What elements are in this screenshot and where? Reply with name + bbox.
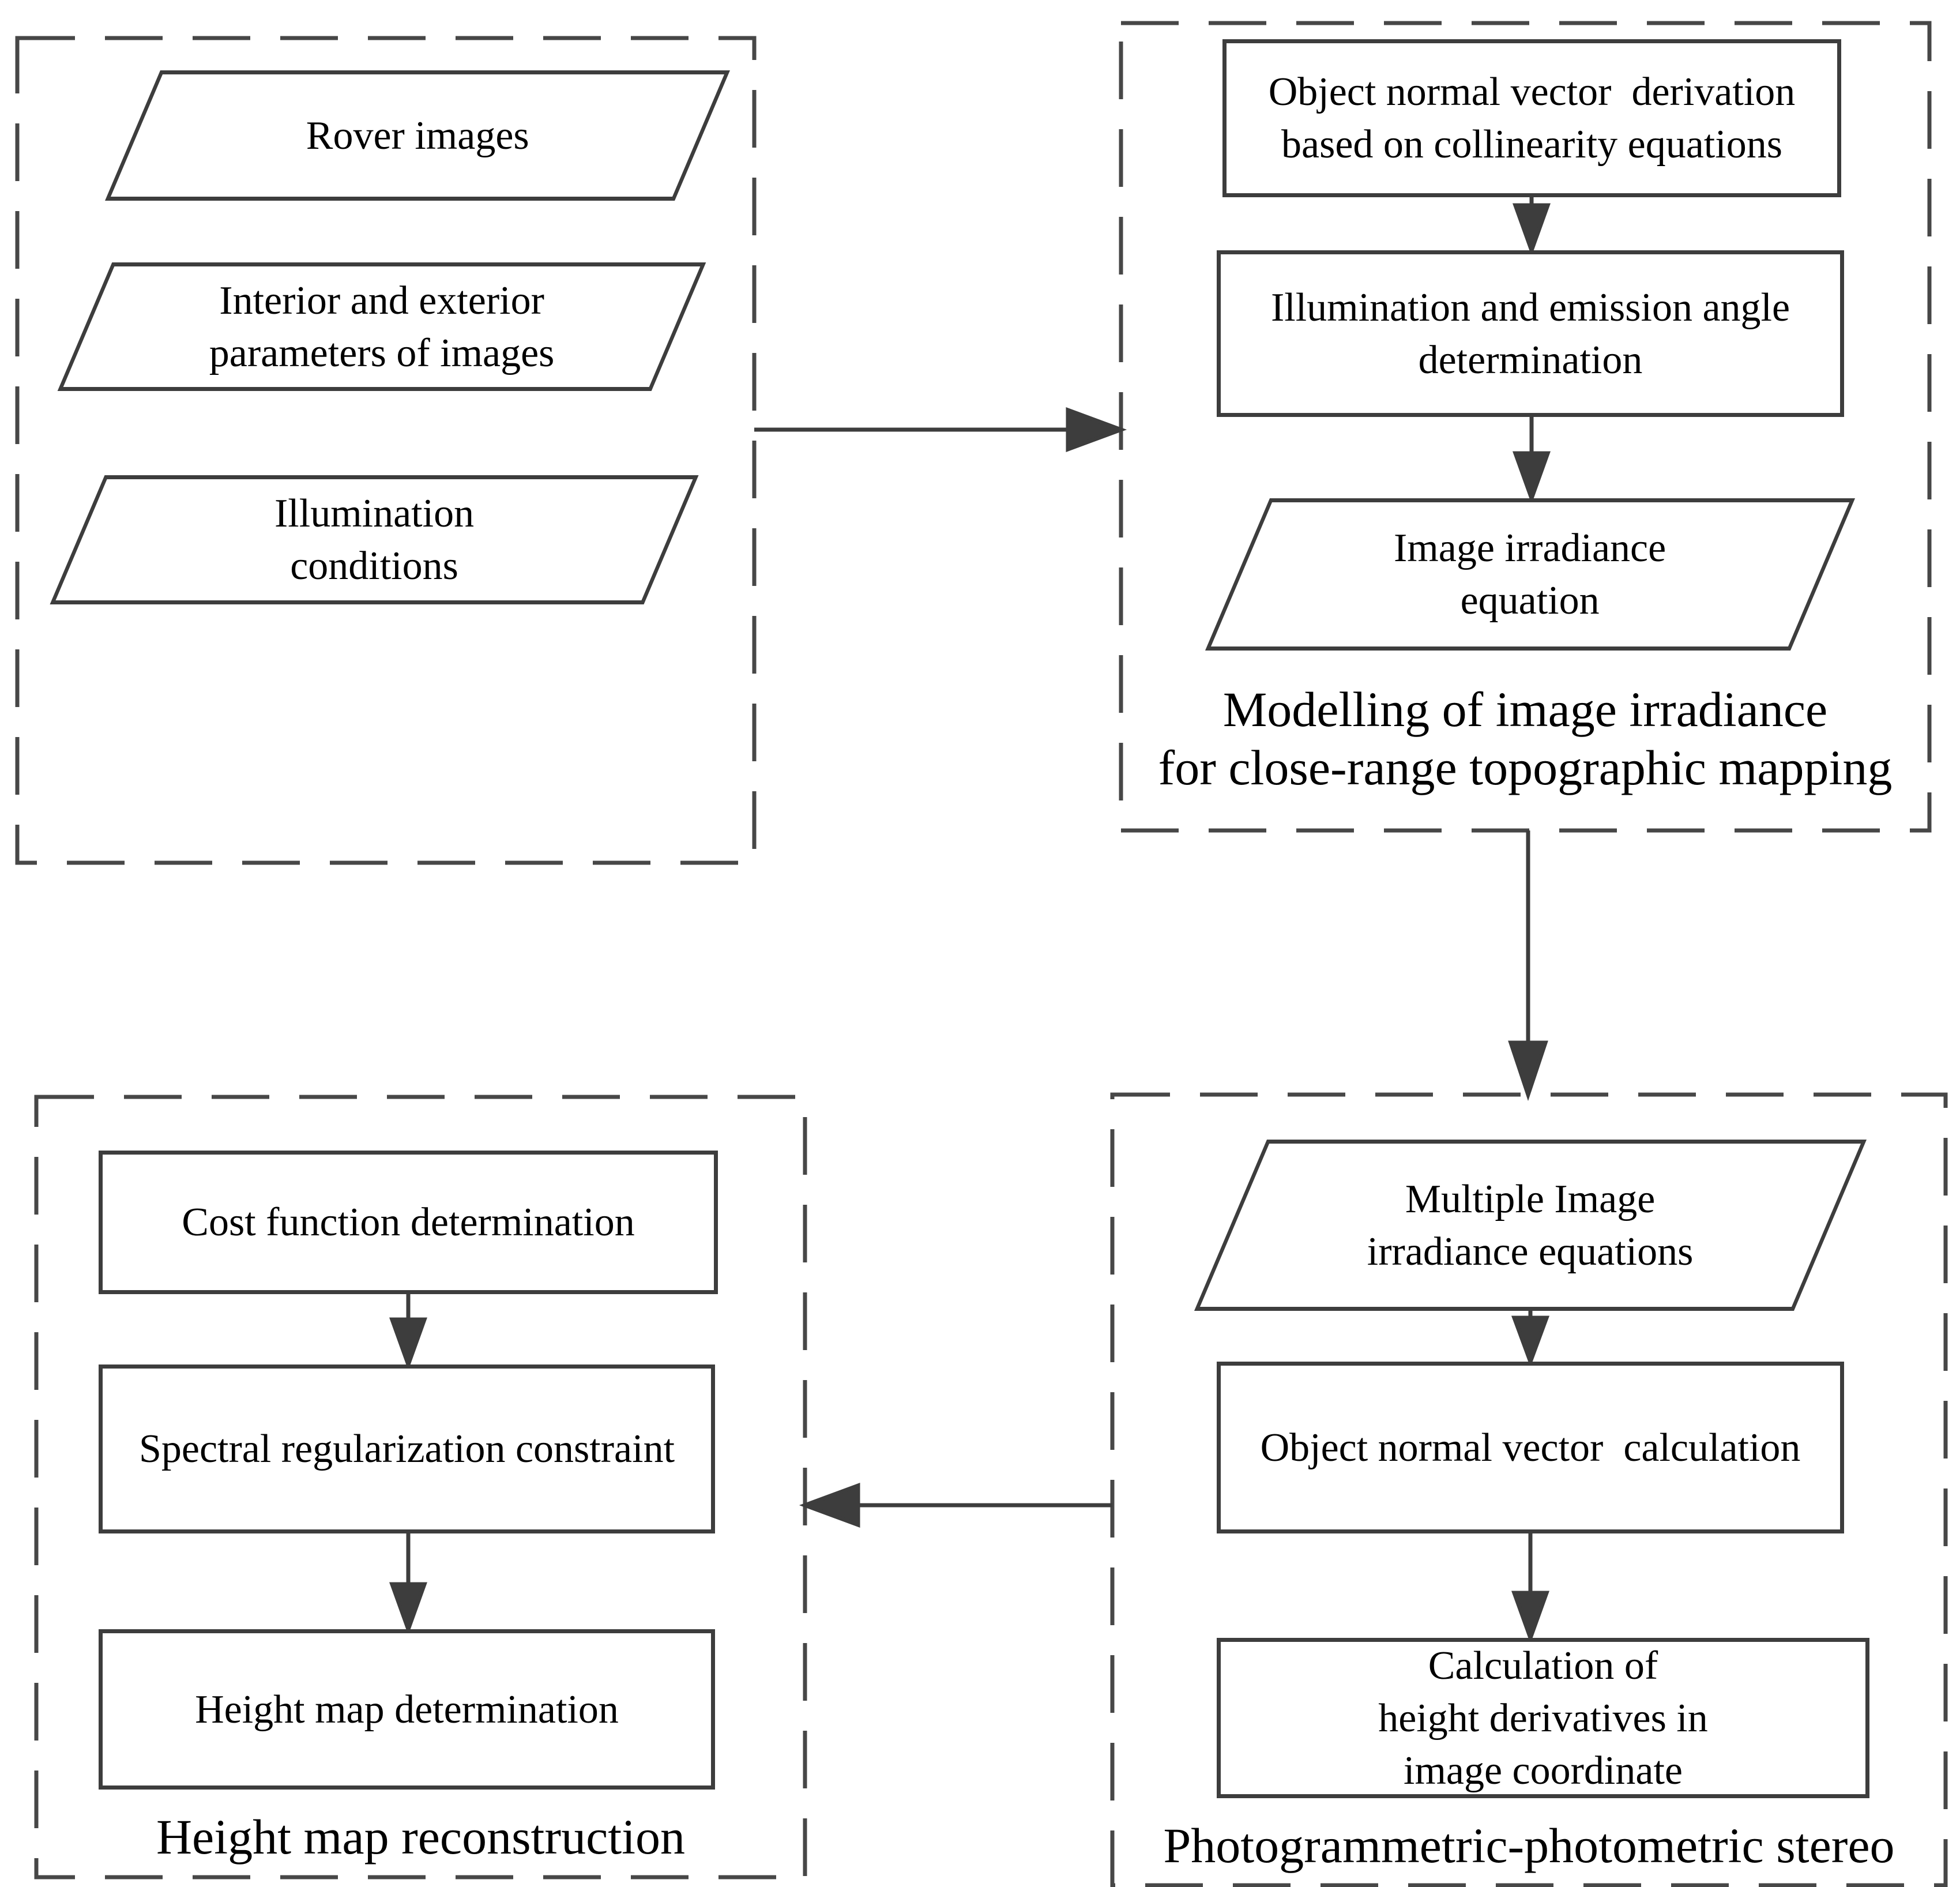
node-multiple-image-irradiance-equations: Multiple Image irradiance equations <box>1194 1140 1867 1311</box>
arrow-modelling-to-stereo-head <box>1508 1040 1548 1102</box>
arrow-modelling-to-stereo <box>1508 830 1548 1102</box>
node-object-normal-vector-calculation: Object normal vector calculation <box>1217 1362 1844 1533</box>
height-map-group-border <box>34 1095 807 1880</box>
node-spectral-regularization-constraint: Spectral regularization constraint <box>99 1364 715 1533</box>
node-image-irradiance-equation-label: Image irradiance equation <box>1394 526 1666 623</box>
node-interior-exterior-params-label: Interior and exterior parameters of imag… <box>209 278 555 375</box>
node-interior-exterior-params: Interior and exterior parameters of imag… <box>57 262 706 391</box>
inputs-group-border <box>15 36 757 865</box>
node-object-normal-vector-calculation-label: Object normal vector calculation <box>1260 1425 1801 1470</box>
modelling-group-border <box>1119 21 1932 833</box>
node-image-irradiance-equation: Image irradiance equation <box>1205 498 1856 651</box>
arrow-equations-to-calculation <box>1511 1311 1550 1368</box>
modelling-group-caption: Modelling of image irradiance for close-… <box>1158 682 1893 796</box>
arrow-calculation-to-derivatives-head <box>1511 1591 1549 1644</box>
arrow-spectral-to-heightmap <box>389 1533 427 1636</box>
node-spectral-regularization-constraint-label: Spectral regularization constraint <box>138 1427 675 1471</box>
node-illumination-emission-angle-label: Illumination and emission angle determin… <box>1270 285 1790 382</box>
arrow-spectral-to-heightmap-head <box>389 1582 427 1636</box>
node-multiple-image-irradiance-equations-label: Multiple Image irradiance equations <box>1367 1176 1694 1274</box>
height-map-group: Cost function determination Spectral reg… <box>36 1097 805 1877</box>
node-illumination-emission-angle: Illumination and emission angle determin… <box>1217 250 1844 417</box>
node-rover-images-label: Rover images <box>306 113 529 158</box>
node-rover-images: Rover images <box>105 70 730 201</box>
node-height-map-determination: Height map determination <box>99 1629 715 1790</box>
arrow-stereo-to-heightmap-head <box>799 1482 860 1528</box>
node-cost-function-determination: Cost function determination <box>99 1151 718 1294</box>
stereo-group-border <box>1110 1092 1948 1887</box>
arrow-emission-to-irradiance-head <box>1513 451 1551 505</box>
arrow-derivation-to-emission-head <box>1513 203 1551 257</box>
stereo-group: Multiple Image irradiance equations Obje… <box>1112 1095 1946 1885</box>
node-object-normal-vector-derivation: Object normal vector derivation based on… <box>1222 39 1841 197</box>
arrow-inputs-to-modelling-head <box>1066 407 1127 453</box>
node-object-normal-vector-derivation-label: Object normal vector derivation based on… <box>1268 70 1796 167</box>
arrow-cost-to-spectral <box>389 1294 427 1371</box>
height-map-group-caption: Height map reconstruction <box>156 1809 686 1865</box>
arrow-inputs-to-modelling <box>754 407 1127 453</box>
node-height-derivatives-calculation-label: Calculation of height derivatives in ima… <box>1378 1643 1708 1793</box>
node-height-derivatives-calculation: Calculation of height derivatives in ima… <box>1217 1638 1869 1798</box>
node-cost-function-determination-label: Cost function determination <box>182 1200 635 1245</box>
node-illumination-conditions: Illumination conditions <box>50 475 699 604</box>
node-height-map-determination-label: Height map determination <box>195 1687 619 1732</box>
stereo-group-caption: Photogrammetric-photometric stereo <box>1163 1818 1895 1873</box>
arrow-equations-to-calculation-head <box>1511 1315 1550 1368</box>
modelling-group: Object normal vector derivation based on… <box>1121 23 1929 830</box>
inputs-group: Rover images Interior and exterior param… <box>17 38 754 863</box>
arrow-derivation-to-emission <box>1513 197 1551 257</box>
arrow-cost-to-spectral-head <box>389 1317 427 1371</box>
arrow-calculation-to-derivatives <box>1511 1533 1549 1644</box>
node-illumination-conditions-label: Illumination conditions <box>274 491 475 588</box>
arrow-stereo-to-heightmap <box>799 1482 1112 1528</box>
arrow-emission-to-irradiance <box>1513 417 1551 505</box>
